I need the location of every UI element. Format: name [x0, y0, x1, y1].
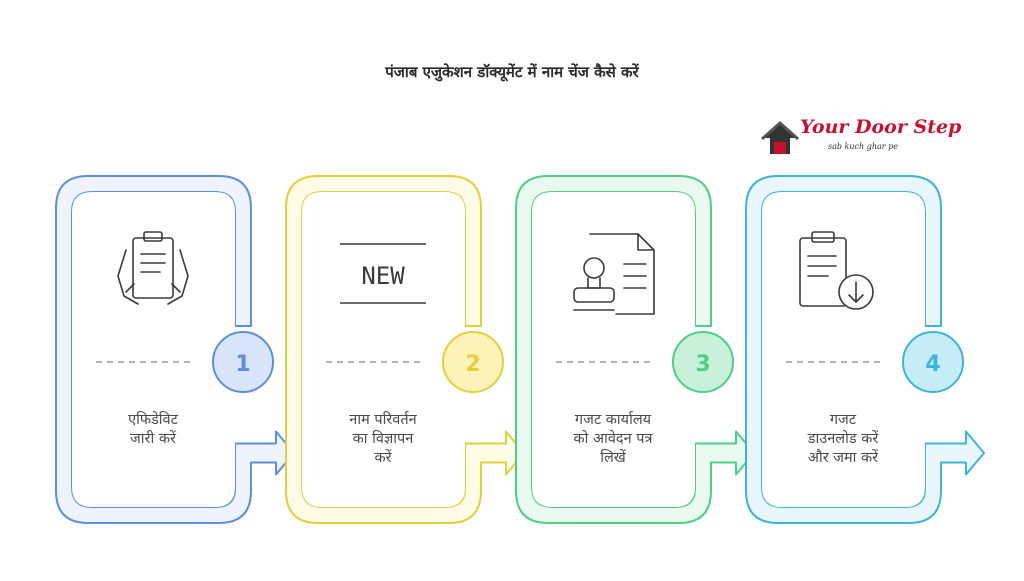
step-3-line-1: गजट कार्यालय: [574, 412, 652, 428]
step-3-line-2: को आवेदन पत्र: [573, 431, 653, 447]
step-4-number: 4: [925, 352, 940, 377]
step-card-3: 3: [515, 175, 755, 524]
clipboard-download-icon: [799, 231, 874, 310]
step-3-text: गजट कार्यालय को आवेदन पत्र लिखें: [543, 411, 683, 468]
step-3-line-3: लिखें: [600, 450, 626, 466]
step-1-line-1: एफिडेविट: [128, 412, 178, 428]
step-2-number: 2: [465, 352, 480, 377]
step-3-number-circle: [672, 331, 734, 393]
step-card-4: 4: [745, 175, 985, 524]
step-2-line-2: का विज्ञापन: [352, 431, 414, 447]
step-3-number: 3: [695, 352, 710, 377]
step-1-inner: [72, 192, 235, 507]
step-2-line-3: करें: [374, 450, 392, 466]
stamp-document-icon: [573, 233, 655, 315]
step-2-text: नाम परिवर्तन का विज्ञापन करें: [313, 411, 453, 468]
step-2-number-circle: [442, 331, 504, 393]
step-4-number-circle: [902, 331, 964, 393]
logo-name: Your Door Step: [800, 116, 962, 138]
step-1-text: एफिडेविट जारी करें: [83, 411, 223, 449]
step-4-text: गजट डाउनलोड करें और जमा करें: [773, 411, 913, 468]
step-2-line-1: नाम परिवर्तन: [349, 412, 417, 428]
step-4-inner: [762, 192, 925, 507]
page-title: पंजाब एजुकेशन डॉक्यूमेंट में नाम चेंज कै…: [385, 63, 639, 81]
step-4-line-1: गजट: [829, 412, 857, 428]
step-4-line-3: और जमा करें: [807, 450, 879, 466]
step-4-line-2: डाउनलोड करें: [807, 431, 879, 447]
brand-logo: Your Door Step sab kuch ghar pe: [760, 116, 961, 160]
step-card-2: 2 NEW: [285, 175, 525, 524]
clipboard-hands-icon: [117, 231, 189, 305]
house-logo-icon: [761, 120, 799, 154]
step-2-inner: [302, 192, 465, 507]
logo-tagline: sab kuch ghar pe: [828, 142, 898, 151]
step-1-number-circle: [212, 331, 274, 393]
new-banner-icon: NEW: [340, 243, 426, 304]
step-1-number: 1: [235, 352, 250, 377]
new-banner-text: NEW: [361, 262, 405, 290]
step-card-1: 1: [55, 175, 295, 524]
step-1-line-2: जारी करें: [130, 431, 176, 447]
